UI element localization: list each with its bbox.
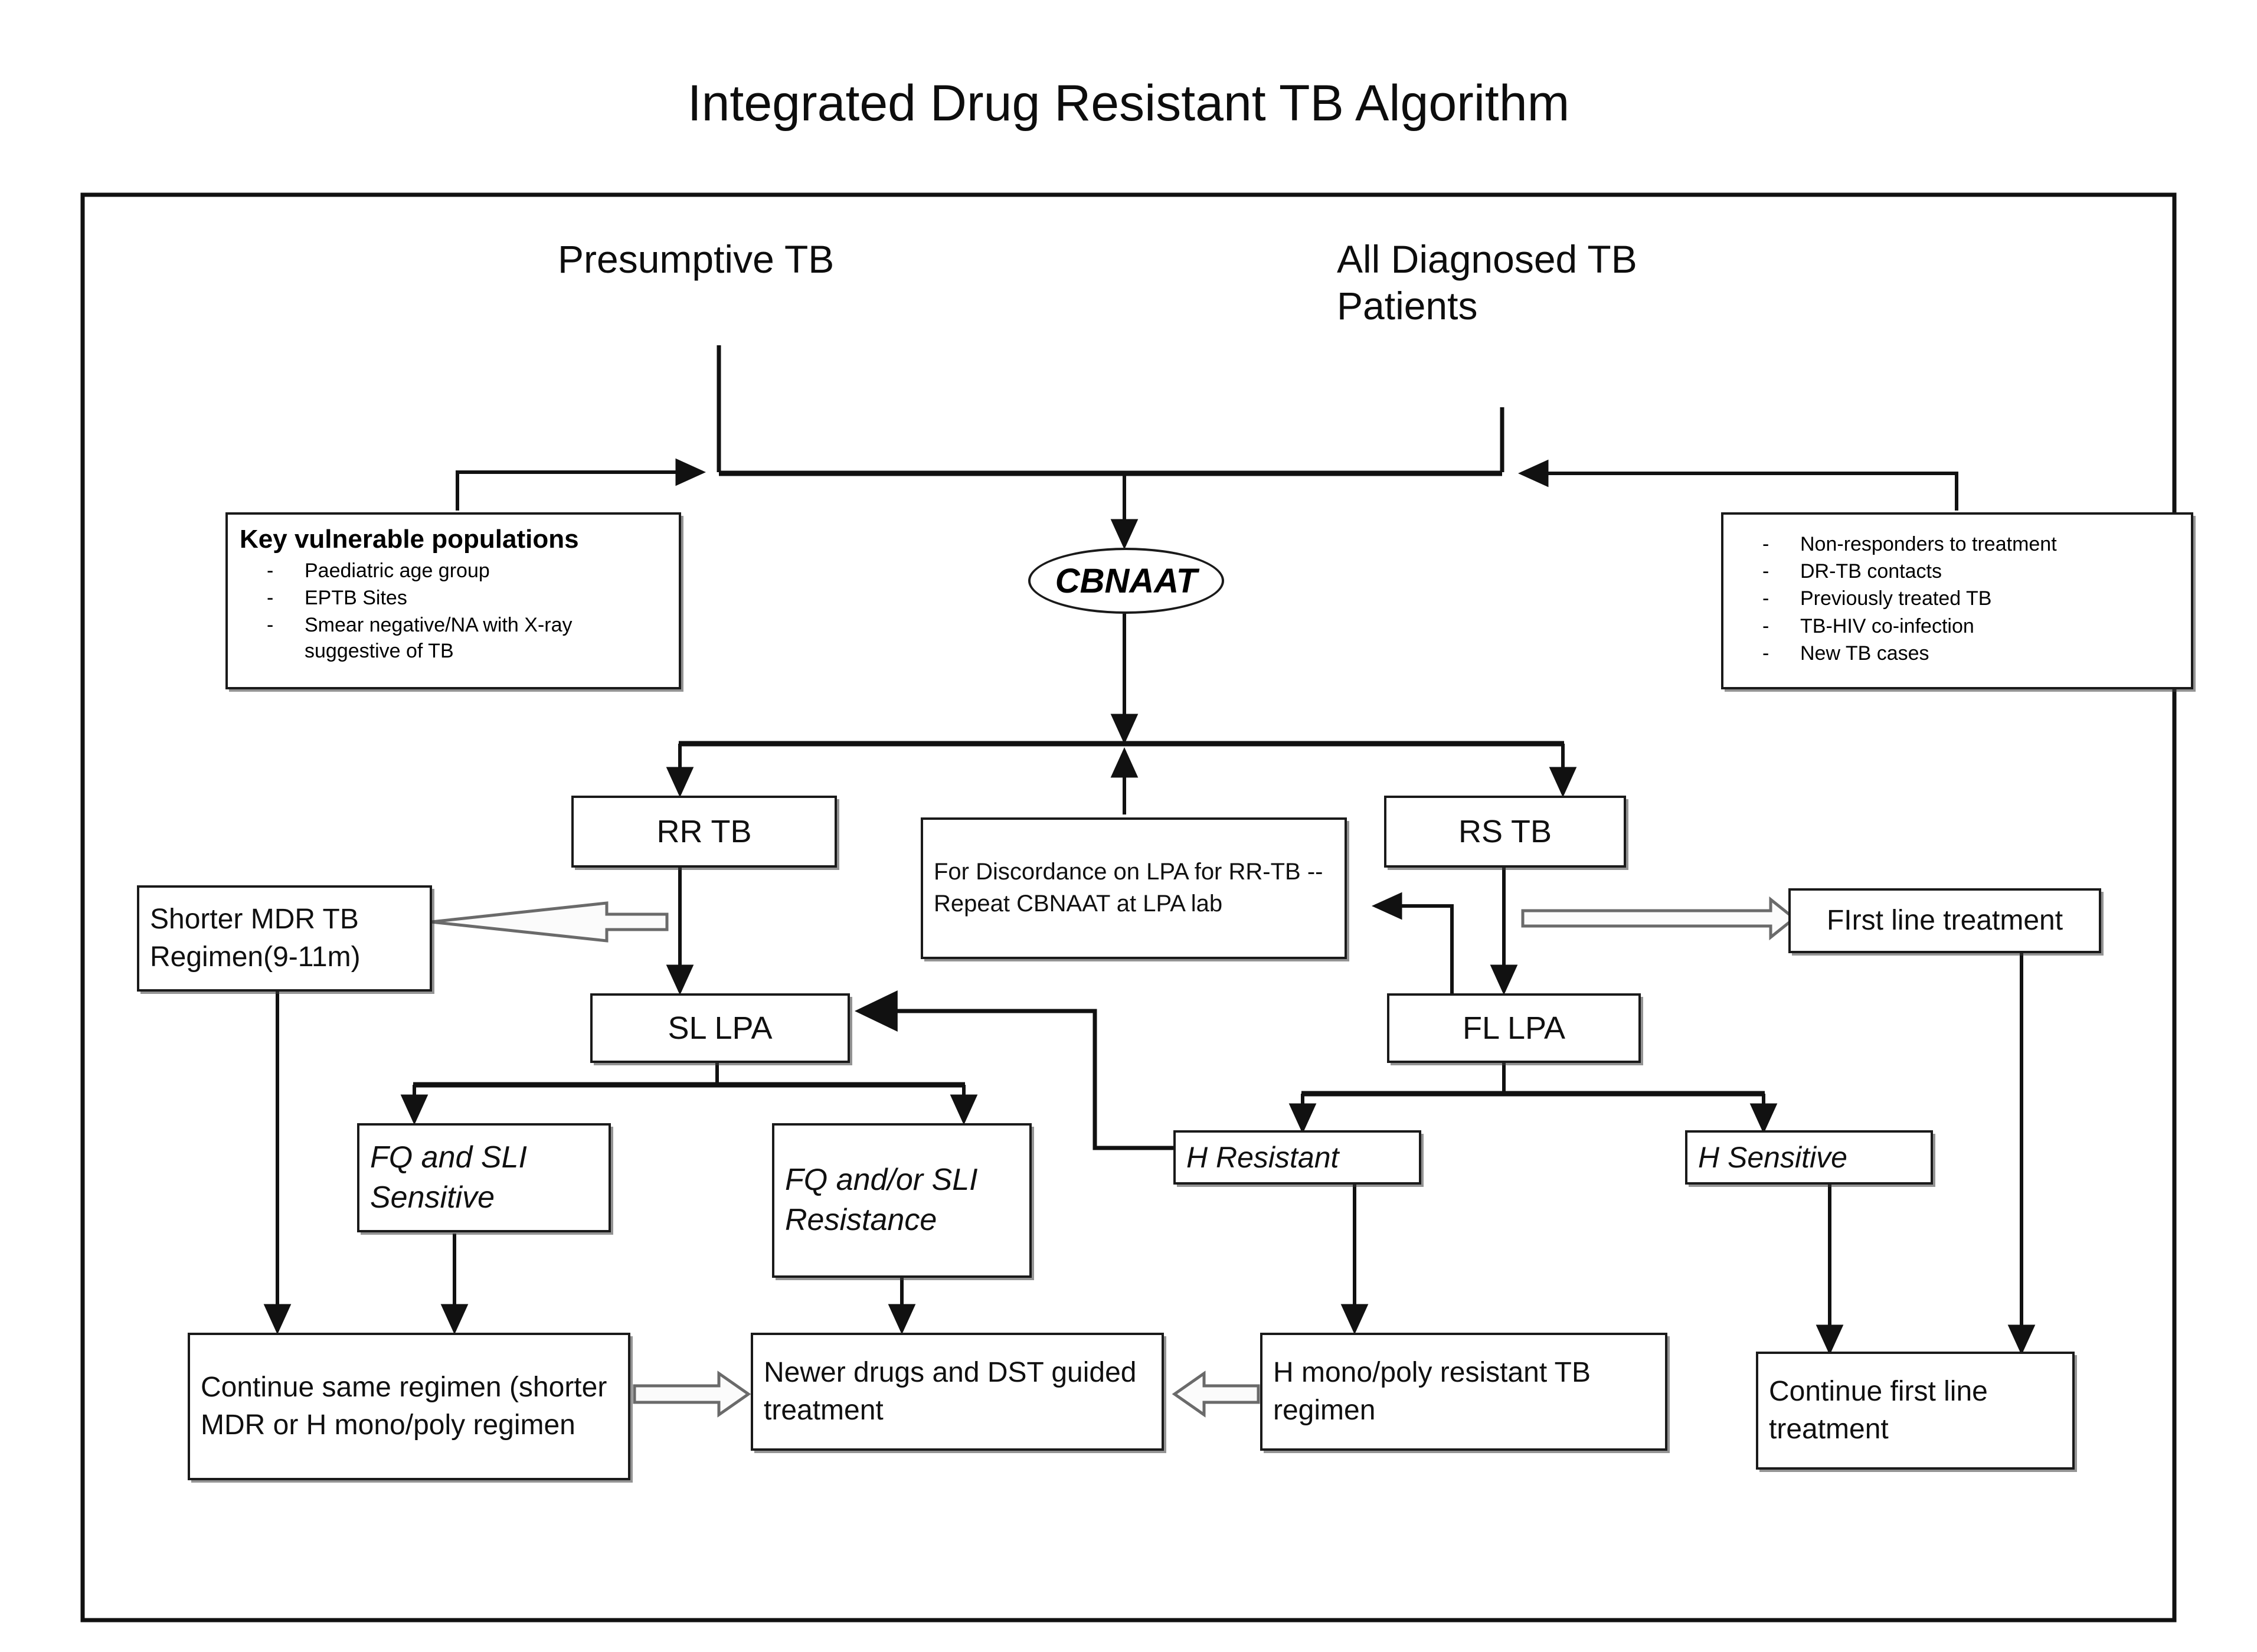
h-resistant-label: H Resistant — [1186, 1140, 1339, 1174]
continue-first-line-node: Continue first line treatment — [1756, 1352, 2075, 1470]
key-populations-heading: Key vulnerable populations — [240, 525, 579, 554]
list-item: Paediatric age group — [267, 558, 667, 584]
diagram-frame — [80, 192, 2177, 1622]
fq-sli-resistance-node: FQ and/or SLI Resistance — [772, 1123, 1032, 1278]
rs-tb-node: RS TB — [1384, 796, 1626, 868]
list-item: TB-HIV co-infection — [1762, 613, 2179, 639]
list-item: Smear negative/NA with X-ray suggestive … — [267, 612, 667, 664]
continue-same-regimen-label: Continue same regimen (shorter MDR or H … — [201, 1371, 607, 1441]
h-resistant-node: H Resistant — [1173, 1130, 1421, 1185]
list-item: EPTB Sites — [267, 585, 667, 611]
rs-tb-label: RS TB — [1458, 813, 1552, 849]
h-sensitive-node: H Sensitive — [1685, 1130, 1933, 1185]
list-item: Non-responders to treatment — [1762, 531, 2179, 557]
all-diagnosed-tb-label: All Diagnosed TB Patients — [1337, 237, 1637, 328]
diagnosed-criteria-list: Non-responders to treatment DR-TB contac… — [1735, 531, 2179, 666]
continue-first-line-label: Continue first line treatment — [1769, 1375, 1988, 1445]
first-line-treatment-node: FIrst line treatment — [1788, 888, 2101, 953]
continue-same-regimen-node: Continue same regimen (shorter MDR or H … — [188, 1333, 630, 1480]
page-title: Integrated Drug Resistant TB Algorithm — [687, 75, 1570, 132]
diagnosed-criteria-box: Non-responders to treatment DR-TB contac… — [1721, 512, 2193, 689]
fl-lpa-node: FL LPA — [1387, 993, 1641, 1063]
h-sensitive-label: H Sensitive — [1698, 1140, 1847, 1174]
fq-sli-sensitive-label: FQ and SLI Sensitive — [370, 1140, 527, 1215]
rr-tb-node: RR TB — [571, 796, 837, 868]
shorter-mdr-regimen-node: Shorter MDR TB Regimen(9-11m) — [137, 885, 432, 992]
shorter-mdr-label: Shorter MDR TB Regimen(9-11m) — [150, 903, 361, 973]
rr-tb-label: RR TB — [656, 813, 752, 849]
key-populations-list: Paediatric age group EPTB Sites Smear ne… — [240, 558, 667, 665]
fq-sli-resistance-label: FQ and/or SLI Resistance — [785, 1163, 978, 1237]
list-item: DR-TB contacts — [1762, 558, 2179, 584]
key-vulnerable-populations-box: Key vulnerable populations Paediatric ag… — [225, 512, 681, 689]
h-mono-poly-label: H mono/poly resistant TB regimen — [1273, 1356, 1591, 1426]
newer-drugs-label: Newer drugs and DST guided treatment — [764, 1356, 1137, 1426]
sl-lpa-node: SL LPA — [590, 993, 850, 1063]
discordance-node: For Discordance on LPA for RR-TB -- Repe… — [921, 817, 1347, 959]
sl-lpa-label: SL LPA — [668, 1010, 773, 1046]
fl-lpa-label: FL LPA — [1462, 1010, 1566, 1046]
h-mono-poly-node: H mono/poly resistant TB regimen — [1260, 1333, 1667, 1451]
discordance-label: For Discordance on LPA for RR-TB -- Repe… — [934, 859, 1323, 917]
list-item: Previously treated TB — [1762, 585, 2179, 611]
first-line-treatment-label: FIrst line treatment — [1826, 904, 2063, 936]
presumptive-tb-label: Presumptive TB — [558, 237, 835, 281]
fq-sli-sensitive-node: FQ and SLI Sensitive — [357, 1123, 611, 1232]
hollow-arrows — [430, 896, 1797, 1418]
cbnaat-node: CBNAAT — [1028, 548, 1224, 614]
newer-drugs-node: Newer drugs and DST guided treatment — [751, 1333, 1164, 1451]
list-item: New TB cases — [1762, 640, 2179, 666]
